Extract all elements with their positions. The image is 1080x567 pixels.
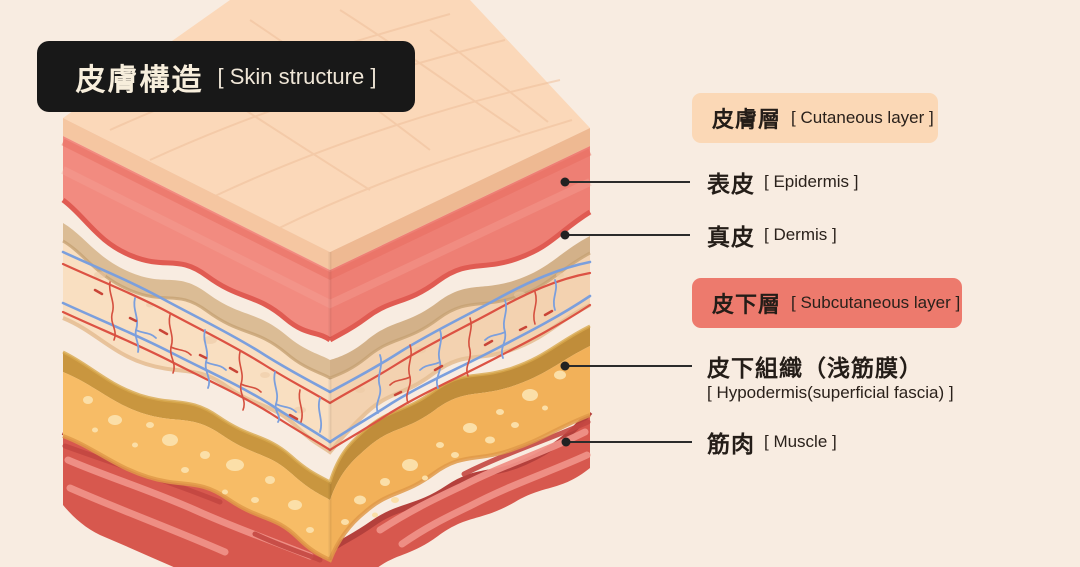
label-dermis-jp: 真皮 — [707, 224, 755, 250]
skin-edge-strip-left — [63, 118, 330, 270]
skin-surface-texture — [109, 9, 573, 231]
fat-left-face — [63, 372, 330, 560]
badge-subcutaneous-jp: 皮下層 — [712, 292, 782, 317]
label-dermis-en: [ Dermis ] — [764, 225, 837, 244]
badge-cutaneous-jp: 皮膚層 — [712, 107, 782, 132]
dermis-right-face — [330, 253, 590, 452]
epidermis-right-face — [330, 146, 590, 340]
fascia-band-right — [330, 326, 590, 500]
capillary-dashes — [93, 288, 554, 421]
label-epidermis: 表皮 [ Epidermis ] — [707, 167, 858, 197]
dermis-tan-band-left — [63, 223, 330, 378]
vein-upper — [61, 250, 592, 394]
fat-bottom-rim — [62, 413, 591, 563]
dermis-bottom-rim — [62, 303, 591, 455]
title-jp: 皮膚構造 — [75, 63, 204, 97]
label-epidermis-jp: 表皮 — [707, 171, 755, 197]
label-hypodermis-jp: 皮下組織（浅筋膜） — [707, 355, 923, 381]
epidermis-rim-left — [61, 197, 332, 343]
label-hypodermis-en: [ Hypodermis(superficial fascia) ] — [707, 383, 954, 402]
leader-lines — [565, 181, 692, 443]
label-hypodermis: 皮下組織（浅筋膜） — [707, 351, 923, 381]
dermis-vessels — [61, 250, 592, 452]
title-en: [ Skin structure ] — [217, 63, 377, 89]
leader-dots — [560, 177, 571, 447]
layer-dermis-block — [61, 223, 592, 455]
badge-cutaneous-layer: 皮膚層 [ Cutaneous layer ] — [692, 93, 938, 143]
artery-branches — [108, 281, 537, 423]
artery-upper — [61, 262, 592, 405]
layer-hypodermis-block — [62, 324, 591, 563]
epidermis-left-face — [63, 136, 330, 340]
label-muscle-jp: 筋肉 — [707, 431, 755, 457]
epidermis-rim-right — [328, 209, 592, 343]
vein-lower — [61, 294, 592, 444]
badge-cutaneous-en: [ Cutaneous layer ] — [791, 108, 934, 127]
badge-subcutaneous-layer: 皮下層 [ Subcutaneous layer ] — [692, 278, 962, 328]
vein-branches — [133, 279, 558, 433]
fat-dots — [83, 370, 566, 533]
artery-lower — [61, 303, 592, 452]
skin-edge-strip-right — [330, 128, 590, 270]
label-muscle-en: [ Muscle ] — [764, 432, 837, 451]
label-muscle: 筋肉 [ Muscle ] — [707, 427, 837, 457]
badge-subcutaneous-en: [ Subcutaneous layer ] — [791, 293, 961, 312]
label-epidermis-en: [ Epidermis ] — [764, 172, 859, 191]
label-dermis: 真皮 [ Dermis ] — [707, 220, 837, 250]
title-box: 皮膚構造 [ Skin structure ] — [37, 41, 415, 112]
